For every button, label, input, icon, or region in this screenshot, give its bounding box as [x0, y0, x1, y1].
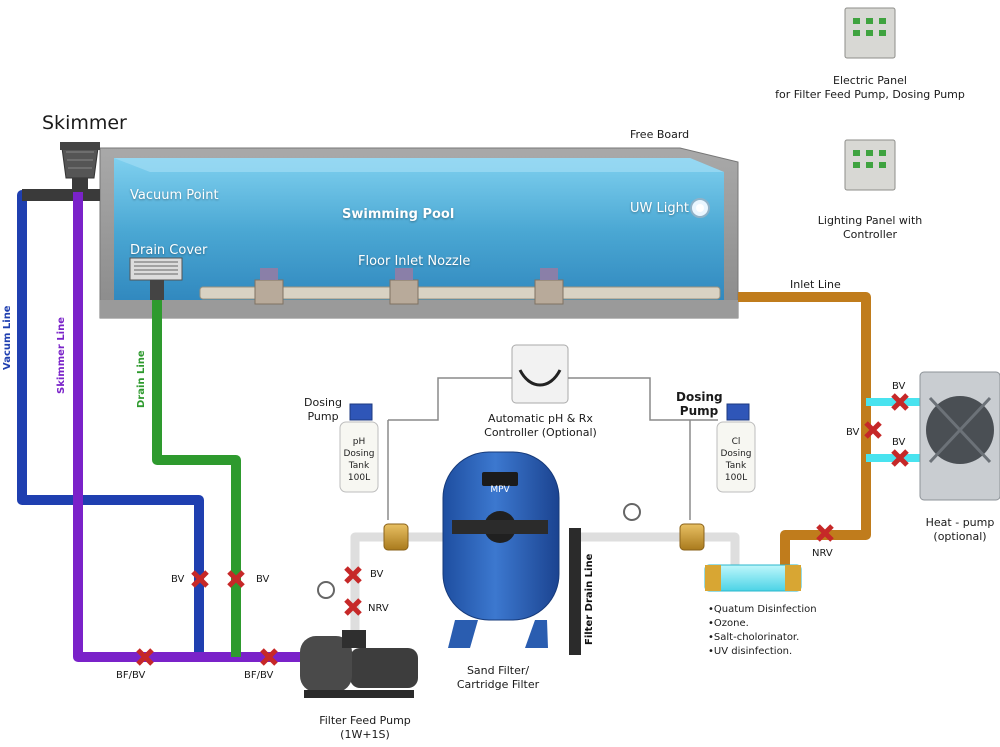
skimmer — [60, 142, 100, 192]
bv-valve-hp-bottom — [891, 449, 909, 467]
drain-cover-label: Drain Cover — [130, 243, 208, 258]
uw-light-label: UW Light — [630, 201, 689, 216]
pressure-gauges — [317, 503, 641, 599]
bfbv-label-pump: BF/BV — [244, 670, 274, 681]
floor-inlet-nozzle-label: Floor Inlet Nozzle — [358, 254, 471, 269]
skimmer-line-label: Skimmer Line — [56, 316, 67, 394]
treatment-options-list: Quatum Disinfection Ozone. Salt-cholorin… — [708, 603, 817, 659]
dosing-injection-valves — [383, 523, 705, 551]
heat-pump-label: Heat - pump(optional) — [925, 516, 995, 543]
skimmer-line — [73, 192, 300, 662]
nrv-label-inlet: NRV — [812, 548, 833, 559]
skimmer-label: Skimmer — [42, 112, 127, 134]
inlet-line-label: Inlet Line — [790, 278, 841, 291]
bv-valve-drain — [227, 570, 245, 588]
filter-feed-pump-label: Filter Feed Pump(1W+1S) — [319, 714, 411, 741]
bv-valve-pump — [344, 566, 362, 584]
bv-valve-vacuum — [191, 570, 209, 588]
floor-inlet-nozzle-3 — [534, 268, 564, 305]
cl-dosing-tank — [716, 403, 756, 493]
uv-disinfection-unit — [704, 564, 802, 592]
free-board-label: Free Board — [630, 128, 690, 141]
swimming-pool-label: Swimming Pool — [342, 207, 455, 222]
inlet-line — [738, 292, 871, 565]
bv-label-pump: BV — [370, 569, 384, 580]
bfbv-valve-pump — [260, 648, 278, 666]
mpv-label: MPV — [490, 485, 510, 495]
bv-label-hp-top: BV — [892, 381, 906, 392]
bfbv-label-skimmer: BF/BV — [116, 670, 146, 681]
sand-filter — [442, 451, 560, 648]
sand-filter-label: Sand Filter/Cartridge Filter — [456, 664, 540, 691]
treatment-item: UV disinfection. — [708, 645, 817, 659]
filter-feed-pump — [300, 630, 418, 698]
heat-pump — [919, 371, 1000, 501]
bv-label-hp-bottom: BV — [892, 437, 906, 448]
bv-label-drain: BV — [256, 574, 270, 585]
lighting-panel — [844, 139, 896, 191]
controller-wiring — [387, 377, 718, 520]
floor-inlet-nozzle-1 — [254, 268, 284, 305]
floor-inlet-pipe — [199, 268, 721, 305]
floor-inlet-nozzle-2 — [389, 268, 419, 305]
ph-rx-controller — [511, 344, 569, 404]
heat-pump-pipes — [866, 398, 922, 462]
ph-dosing-tank — [339, 403, 379, 493]
valves — [136, 393, 909, 666]
bv-label-vacuum: BV — [171, 574, 185, 585]
filter-drain-line-label: Filter Drain Line — [584, 553, 595, 645]
nrv-valve-inlet — [816, 524, 834, 542]
electric-panel — [844, 7, 896, 59]
nrv-valve-pump — [344, 598, 362, 616]
treatment-item: Quatum Disinfection — [708, 603, 817, 617]
bv-label-hp-mid: BV — [846, 427, 860, 438]
treatment-item: Salt-cholorinator. — [708, 631, 817, 645]
treatment-item: Ozone. — [708, 617, 817, 631]
bv-valve-hp-mid — [864, 421, 882, 439]
drain-line — [152, 300, 241, 657]
uw-light-icon — [690, 198, 710, 218]
drain-cover — [129, 257, 183, 300]
vacuum-line-label: Vacum Line — [2, 305, 13, 370]
bfbv-valve-skimmer — [136, 648, 154, 666]
nrv-label-pump: NRV — [368, 603, 389, 614]
vacuum-point-label: Vacuum Point — [130, 188, 219, 203]
bv-valve-hp-top — [891, 393, 909, 411]
drain-line-label: Drain Line — [136, 350, 147, 408]
